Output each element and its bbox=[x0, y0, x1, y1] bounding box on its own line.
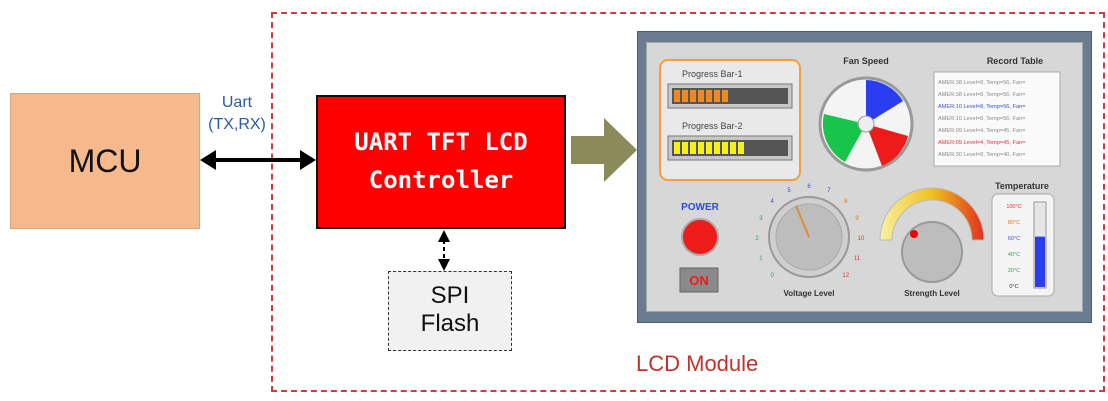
record-table-row: AMER:38 Level=8, Temp=56, Fan= bbox=[938, 92, 1025, 98]
temperature-tick-label: 0°C bbox=[1009, 284, 1018, 290]
voltage-tick-label: 5 bbox=[787, 188, 791, 194]
fan-blade-green bbox=[822, 114, 866, 162]
power-title: POWER bbox=[681, 202, 720, 213]
fan-speed-widget: Fan Speed bbox=[818, 56, 914, 172]
lcd-module-boundary bbox=[271, 12, 1105, 392]
progress-segment bbox=[682, 90, 688, 102]
voltage-tick-label: 11 bbox=[854, 256, 861, 262]
mcu-block: MCU bbox=[10, 93, 200, 229]
progress-segment bbox=[690, 142, 696, 154]
uart-tft-lcd-controller: UART TFT LCD Controller bbox=[316, 95, 566, 229]
voltage-tick-label: 10 bbox=[858, 236, 865, 242]
strength-knob bbox=[901, 221, 963, 283]
progress-segment bbox=[690, 90, 696, 102]
progress-segment bbox=[674, 142, 680, 154]
uart-label-line2: (TX,RX) bbox=[208, 116, 266, 133]
progress-segment bbox=[722, 90, 728, 102]
progress-segment bbox=[706, 142, 712, 154]
record-table-row: AMER:10 Level=8, Temp=56, Fan= bbox=[938, 116, 1025, 122]
record-table-row: AMER:10 Level=8, Temp=56, Fan= bbox=[938, 104, 1025, 110]
progress-segment bbox=[730, 142, 736, 154]
strength-gauge-arc bbox=[879, 187, 985, 241]
power-button[interactable] bbox=[681, 218, 719, 256]
voltage-tick-label: 1 bbox=[759, 256, 763, 262]
strength-gauge: Strength Level bbox=[879, 187, 985, 298]
temperature-tick-label: 40°C bbox=[1008, 252, 1020, 258]
record-table-row: AMER:38 Level=8, Temp=56, Fan= bbox=[938, 80, 1025, 86]
lcd-module-label: LCD Module bbox=[636, 351, 759, 376]
voltage-tick-label: 12 bbox=[842, 273, 849, 279]
progress-segment bbox=[682, 142, 688, 154]
progress-segment bbox=[698, 142, 704, 154]
temperature-title: Temperature bbox=[995, 181, 1049, 191]
spi-flash-block: SPI Flash bbox=[388, 271, 512, 351]
controller-label-line1: UART TFT LCD bbox=[354, 128, 528, 156]
voltage-tick-label: 2 bbox=[755, 236, 759, 242]
progress-bar-1-fill bbox=[674, 90, 728, 102]
temperature-tick-label: 100°C bbox=[1006, 204, 1021, 210]
spi-dashed-arrow bbox=[438, 230, 450, 271]
voltage-tick-label: 8 bbox=[844, 199, 848, 205]
temperature-tick-label: 60°C bbox=[1008, 236, 1020, 242]
progress-bar-2-label: Progress Bar-2 bbox=[682, 121, 743, 131]
temperature-tick-label: 80°C bbox=[1008, 220, 1020, 226]
fan-hub bbox=[857, 115, 875, 133]
spi-label-line1: SPI bbox=[430, 282, 470, 309]
record-table-row: AMER:30 Level=8, Temp=40, Fan= bbox=[938, 152, 1025, 158]
voltage-needle bbox=[795, 205, 810, 238]
progress-bar-1-label: Progress Bar-1 bbox=[682, 69, 743, 79]
temperature-tick-label: 20°C bbox=[1008, 268, 1020, 274]
fan-speed-title: Fan Speed bbox=[843, 56, 889, 66]
record-table-row: AMER:09 Level=4, Temp=45, Fan= bbox=[938, 140, 1025, 146]
record-table-row: AMER:09 Level=4, Temp=45, Fan= bbox=[938, 128, 1025, 134]
uart-label: Uart (TX,RX) bbox=[207, 92, 267, 136]
mcu-label: MCU bbox=[68, 142, 142, 179]
record-table: Record Table AMER:38 Level=8, Temp=56, F… bbox=[933, 56, 1061, 167]
progress-segment bbox=[722, 142, 728, 154]
spi-label-line2: Flash bbox=[420, 310, 480, 337]
power-on-label: ON bbox=[689, 273, 709, 288]
progress-segment bbox=[714, 90, 720, 102]
strength-level-title: Strength Level bbox=[904, 289, 960, 298]
record-table-rows: AMER:38 Level=8, Temp=56, Fan= AMER:38 Le… bbox=[938, 80, 1025, 158]
strength-indicator-dot bbox=[910, 230, 918, 238]
voltage-tick-label: 3 bbox=[759, 216, 763, 222]
temperature-ticks: 100°C 80°C 60°C 40°C 20°C 0°C bbox=[1006, 204, 1021, 290]
power-on-button-frame bbox=[679, 267, 719, 293]
voltage-tick-label: 4 bbox=[771, 199, 775, 205]
temperature-fill bbox=[1035, 236, 1045, 287]
voltage-tick-label: 9 bbox=[855, 216, 859, 222]
voltage-tick-label: 0 bbox=[771, 273, 775, 279]
fan-blade-blue bbox=[866, 80, 903, 124]
progress-segment bbox=[738, 142, 744, 154]
uart-double-arrow bbox=[200, 150, 316, 170]
voltage-tick-label: 7 bbox=[827, 188, 831, 194]
progress-group: Progress Bar-1 Progress Bar-2 bbox=[659, 59, 801, 181]
progress-segment bbox=[698, 90, 704, 102]
record-table-frame bbox=[933, 71, 1061, 167]
controller-label-line2: Controller bbox=[368, 166, 514, 194]
uart-label-line1: Uart bbox=[221, 94, 253, 111]
progress-segment bbox=[706, 90, 712, 102]
lcd-widgets: Progress Bar-1 Progress Bar-2 Fan Speed … bbox=[659, 56, 1061, 298]
fan-blade-red bbox=[866, 124, 908, 166]
progress-bar-1-track bbox=[672, 88, 788, 104]
display-arrow bbox=[571, 118, 637, 182]
progress-segment bbox=[674, 90, 680, 102]
power-widget: POWER ON bbox=[679, 202, 720, 293]
record-table-title: Record Table bbox=[987, 56, 1043, 66]
progress-bar-2-fill bbox=[674, 142, 744, 154]
progress-segment bbox=[714, 142, 720, 154]
voltage-level-title: Voltage Level bbox=[784, 289, 835, 298]
temperature-widget: Temperature 100°C 80°C 60°C 40°C 20°C 0°C bbox=[991, 181, 1055, 297]
voltage-tick-label: 6 bbox=[807, 184, 811, 190]
